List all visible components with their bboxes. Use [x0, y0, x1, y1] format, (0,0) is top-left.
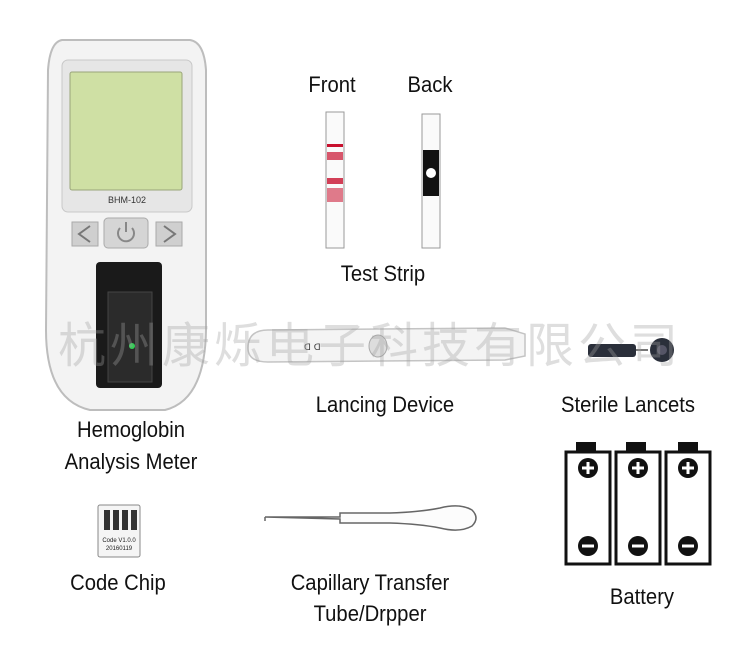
- sterile-lancet: [588, 338, 674, 362]
- back-label: Back: [407, 72, 453, 97]
- battery-3: [664, 442, 712, 566]
- left-arrow-button[interactable]: [71, 221, 99, 247]
- chip-code-text: Code V1.0.0: [102, 538, 136, 544]
- code-chip-label: Code Chip: [70, 570, 166, 595]
- power-button[interactable]: [103, 217, 149, 249]
- hemoglobin-meter: BHM-102: [44, 39, 207, 411]
- chip-date-text: 20160119: [106, 546, 133, 552]
- capillary-dropper: [264, 505, 477, 531]
- right-arrow-button[interactable]: [155, 221, 183, 247]
- capillary-label-line2: Tube/Drpper: [313, 601, 427, 626]
- test-strip-front: [325, 111, 345, 249]
- batteries: [564, 442, 712, 566]
- meter-model-text: BHM-102: [108, 195, 146, 205]
- lancing-marking: ᗡ ᗡ: [304, 343, 321, 353]
- sterile-lancets-label: Sterile Lancets: [561, 392, 695, 417]
- lancing-device: ᗡ ᗡ: [247, 327, 526, 363]
- battery-2: [614, 442, 662, 566]
- front-label: Front: [308, 72, 356, 97]
- meter-label-line2: Analysis Meter: [64, 449, 198, 474]
- battery-label: Battery: [609, 584, 675, 609]
- capillary-label-line1: Capillary Transfer: [290, 570, 450, 595]
- lancing-device-label: Lancing Device: [315, 392, 455, 417]
- status-led: [129, 343, 135, 349]
- test-strip-back: [421, 113, 441, 249]
- test-strip-label: Test Strip: [340, 261, 426, 286]
- code-chip: Code V1.0.0 20160119: [97, 504, 141, 558]
- battery-1: [564, 442, 612, 566]
- meter-label-line1: Hemoglobin: [76, 417, 186, 442]
- meter-screen: [69, 71, 183, 191]
